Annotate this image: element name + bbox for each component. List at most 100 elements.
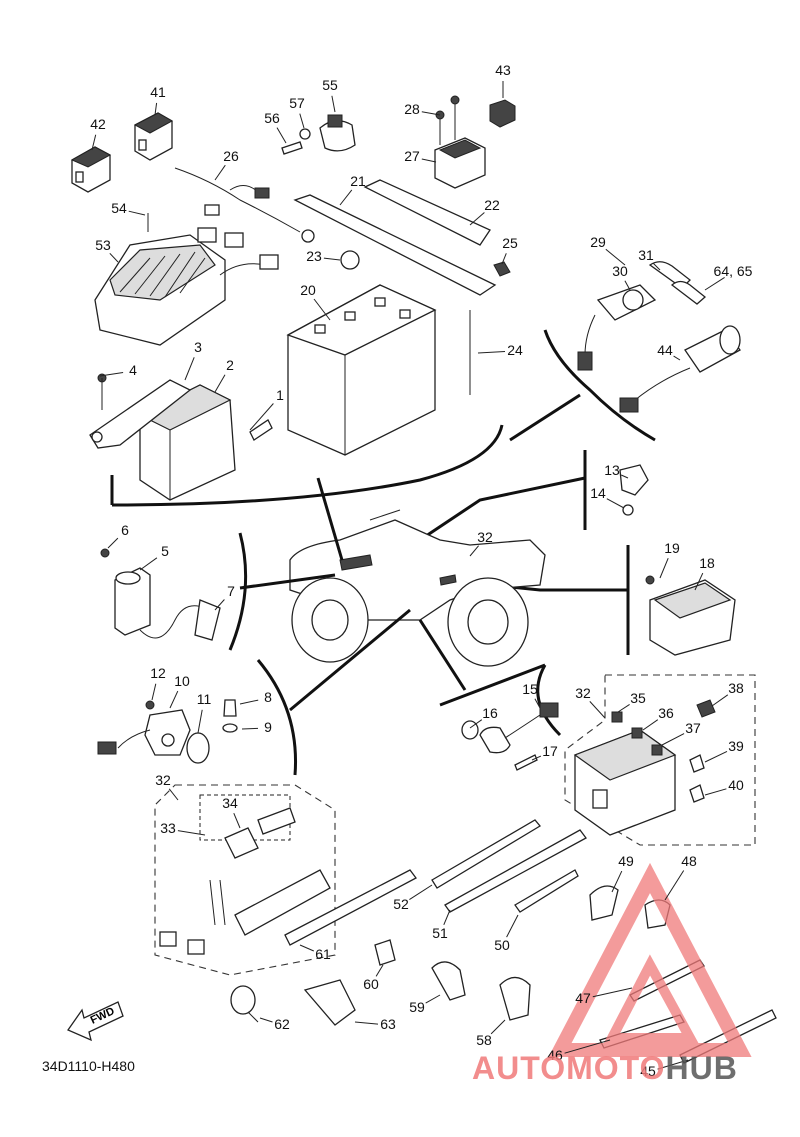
leader-line xyxy=(704,788,727,796)
part-43 xyxy=(489,99,516,128)
leader-line xyxy=(531,755,542,761)
leader-line xyxy=(354,1021,379,1025)
leader-line xyxy=(339,189,353,206)
region-battery-group xyxy=(110,424,504,507)
callout-24: 24 xyxy=(507,342,523,358)
leader-line xyxy=(276,127,287,144)
callout-5: 5 xyxy=(161,543,169,559)
callout-48: 48 xyxy=(681,853,697,869)
leader-line xyxy=(409,884,433,901)
leader-line xyxy=(620,474,629,479)
sensor-13 xyxy=(619,464,649,516)
callout-32a: 32 xyxy=(477,529,493,545)
callout-39: 39 xyxy=(728,738,744,754)
watermark-logo xyxy=(548,862,752,1057)
callout-15: 15 xyxy=(522,681,538,697)
leader-line xyxy=(694,572,704,591)
callout-36: 36 xyxy=(658,705,674,721)
leader-line xyxy=(375,964,384,977)
callout-51: 51 xyxy=(432,925,448,941)
leader-line xyxy=(299,944,314,952)
wire-harness-26 xyxy=(174,167,315,243)
main-switch-30 xyxy=(577,261,707,371)
leader-line xyxy=(506,914,519,938)
callout-9: 9 xyxy=(264,719,272,735)
relay-41 xyxy=(133,112,174,161)
leader-line xyxy=(99,372,124,377)
relay-42 xyxy=(70,146,112,193)
callout-38: 38 xyxy=(728,680,744,696)
leader-line xyxy=(249,403,274,431)
callout-60: 60 xyxy=(363,976,379,992)
watermark-text: AUTOMOTOHUB xyxy=(472,1050,738,1087)
callout-53: 53 xyxy=(95,237,111,253)
callout-23: 23 xyxy=(306,248,322,264)
leader-line xyxy=(469,545,479,557)
switch-15 xyxy=(461,702,559,771)
callout-49: 49 xyxy=(618,853,634,869)
pickup-coil-10 xyxy=(97,699,238,764)
region-main-switch xyxy=(509,329,656,442)
leader-line xyxy=(169,690,179,709)
leader-line xyxy=(659,558,669,579)
callout-47: 47 xyxy=(575,990,591,1006)
callout-57: 57 xyxy=(289,95,305,111)
leader-line xyxy=(664,870,685,901)
leader-line xyxy=(469,212,485,226)
leader-line xyxy=(184,357,195,381)
callout-21: 21 xyxy=(350,173,366,189)
region-pickup-coil xyxy=(256,608,411,776)
leader-line xyxy=(605,248,626,266)
callout-52: 52 xyxy=(393,896,409,912)
callout-41: 41 xyxy=(150,84,166,100)
leader-line xyxy=(214,374,226,393)
callout-32c: 32 xyxy=(155,772,171,788)
callout-44: 44 xyxy=(657,342,673,358)
callout-61: 61 xyxy=(315,946,331,962)
callout-3: 3 xyxy=(194,339,202,355)
callout-35: 35 xyxy=(630,690,646,706)
leader-line xyxy=(197,709,203,734)
callout-18: 18 xyxy=(699,555,715,571)
callout-32b: 32 xyxy=(575,685,591,701)
leader-line xyxy=(711,694,729,707)
callout-40: 40 xyxy=(728,777,744,793)
callout-55: 55 xyxy=(322,77,338,93)
callout-63: 63 xyxy=(380,1016,396,1032)
callout-2: 2 xyxy=(226,357,234,373)
callout-4: 4 xyxy=(129,362,137,378)
callout-29: 29 xyxy=(590,234,606,250)
callout-42: 42 xyxy=(90,116,106,132)
leader-line xyxy=(233,813,241,829)
leader-line xyxy=(91,134,97,151)
callout-45: 45 xyxy=(640,1063,656,1079)
callout-54: 54 xyxy=(111,200,127,216)
leader-line xyxy=(490,1019,506,1035)
leader-line xyxy=(331,95,336,113)
leader-line xyxy=(661,733,685,746)
clamps xyxy=(230,939,531,1026)
leader-line xyxy=(299,113,305,129)
leader-line xyxy=(421,158,437,163)
leader-line xyxy=(617,703,630,713)
callout-59: 59 xyxy=(409,999,425,1015)
ignition-coil-5 xyxy=(100,548,221,641)
fuse-box-group xyxy=(564,674,756,846)
leader-line xyxy=(214,164,226,181)
wire-harness-group xyxy=(154,784,336,976)
leader-line xyxy=(154,102,158,116)
callout-34: 34 xyxy=(222,795,238,811)
forward-arrow-icon xyxy=(67,1001,124,1042)
leader-line xyxy=(501,253,507,265)
leader-line xyxy=(443,909,451,925)
callout-7: 7 xyxy=(227,583,235,599)
callout-12: 12 xyxy=(150,665,166,681)
callout-25: 25 xyxy=(502,235,518,251)
leader-line xyxy=(704,750,728,763)
leader-line xyxy=(477,351,506,354)
callout-56: 56 xyxy=(264,110,280,126)
leader-line xyxy=(168,788,179,801)
callout-62: 62 xyxy=(274,1016,290,1032)
